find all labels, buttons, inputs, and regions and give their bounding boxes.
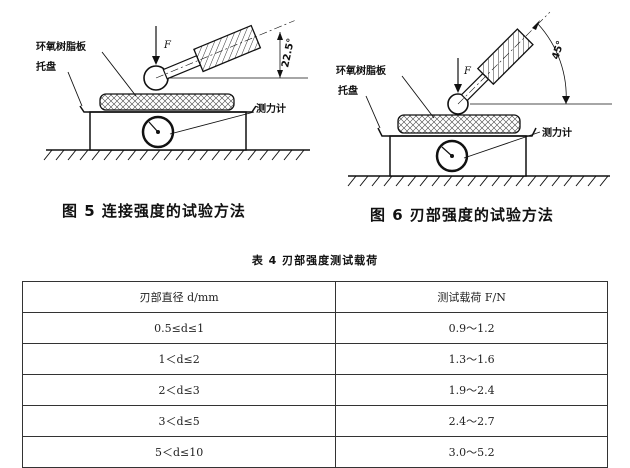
fig6-angle-label: 45° [550, 40, 566, 61]
cell-load: 1.3～1.6 [335, 343, 608, 375]
figure-6-diagram: 环氧树脂板 托盘 F 45° 测力计 [326, 8, 616, 188]
fig5-force-label: F [163, 40, 172, 51]
table-header-row: 刃部直径 d/mm 测试载荷 F/N [21, 281, 608, 313]
fig5-angle-label: 22.5° [280, 37, 297, 68]
fig5-dynamometer-label: 测力计 [256, 102, 286, 115]
fig6-resin-board-label: 环氧树脂板 [336, 64, 387, 77]
cell-diameter: 2＜d≤3 [21, 374, 337, 406]
table-row: 2＜d≤3 1.9～2.4 [21, 374, 608, 406]
fig6-tray-label: 托盘 [338, 84, 358, 97]
figure-6-caption: 图 6 刃部强度的试验方法 [370, 206, 554, 224]
fig5-resin-board-label: 环氧树脂板 [36, 40, 87, 53]
table-row: 3＜d≤5 2.4～2.7 [21, 405, 608, 437]
fig5-tray-label: 托盘 [36, 60, 56, 73]
header-load: 测试载荷 F/N [335, 281, 608, 313]
header-diameter: 刃部直径 d/mm [21, 281, 337, 313]
figure-5-caption: 图 5 连接强度的试验方法 [62, 202, 246, 220]
cell-load: 0.9～1.2 [335, 312, 608, 344]
cell-diameter: 0.5≤d≤1 [21, 312, 337, 344]
cell-load: 2.4～2.7 [335, 405, 608, 437]
fig6-dynamometer-label: 测力计 [542, 126, 572, 139]
figure-5-diagram: 环氧树脂板 托盘 F 22.5° 测力计 [18, 8, 318, 178]
cell-diameter: 1＜d≤2 [21, 343, 337, 375]
table-row: 0.5≤d≤1 0.9～1.2 [21, 312, 608, 344]
cell-load: 1.9～2.4 [335, 374, 608, 406]
cell-diameter: 3＜d≤5 [21, 405, 337, 437]
fig6-force-label: F [463, 66, 472, 77]
table-title: 表 4 刃部强度测试载荷 [251, 254, 379, 267]
table-row: 1＜d≤2 1.3～1.6 [21, 343, 608, 375]
table-row: 5＜d≤10 3.0～5.2 [21, 436, 608, 468]
cell-load: 3.0～5.2 [335, 436, 608, 468]
load-table: 刃部直径 d/mm 测试载荷 F/N 0.5≤d≤1 0.9～1.2 1＜d≤2… [21, 281, 608, 468]
cell-diameter: 5＜d≤10 [21, 436, 337, 468]
